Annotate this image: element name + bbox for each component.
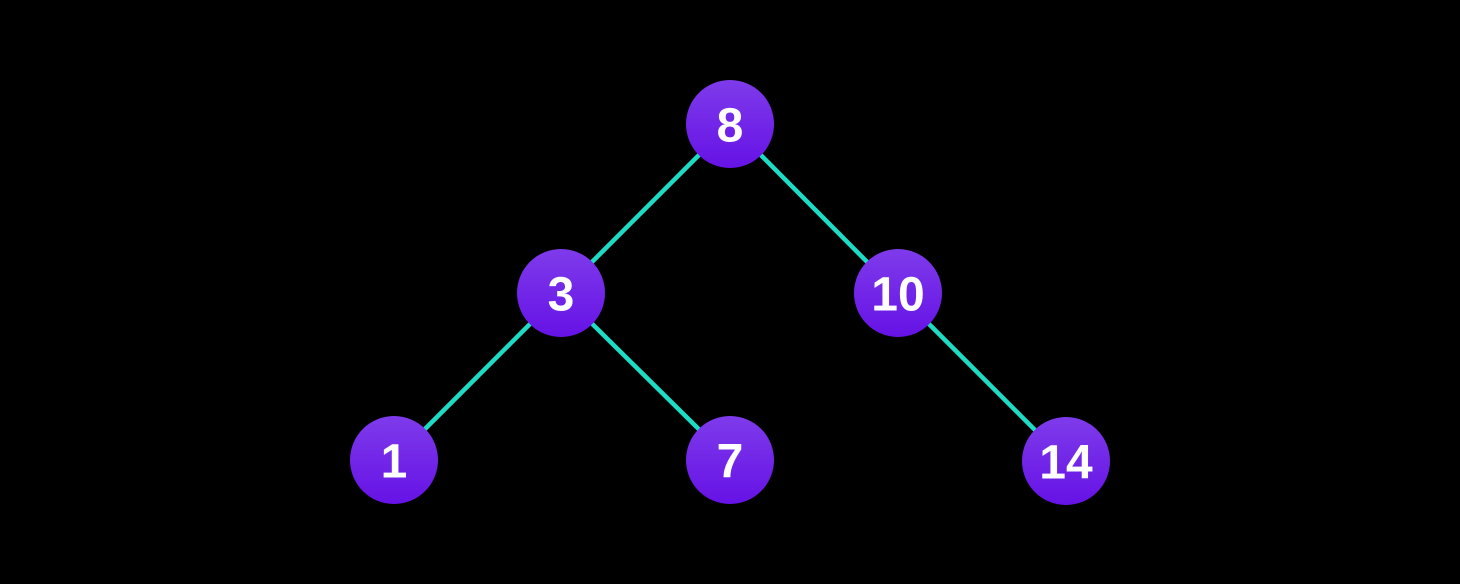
tree-node-circle-8 [686,80,774,168]
tree-node-8: 8 [686,80,774,168]
tree-node-circle-10 [854,249,942,337]
tree-node-circle-1 [350,416,438,504]
tree-node-label-14: 14 [1039,436,1093,489]
tree-node-circle-14 [1022,417,1110,505]
tree-node-circle-3 [517,249,605,337]
tree-node-label-10: 10 [871,268,924,321]
tree-node-label-3: 3 [548,268,575,321]
tree-node-3: 3 [517,249,605,337]
tree-node-circle-7 [686,416,774,504]
tree-node-14: 14 [1022,417,1110,505]
tree-node-label-8: 8 [717,99,744,152]
tree-node-7: 7 [686,416,774,504]
tree-node-label-7: 7 [717,435,744,488]
tree-node-1: 1 [350,416,438,504]
tree-node-10: 10 [854,249,942,337]
tree-node-label-1: 1 [381,435,408,488]
